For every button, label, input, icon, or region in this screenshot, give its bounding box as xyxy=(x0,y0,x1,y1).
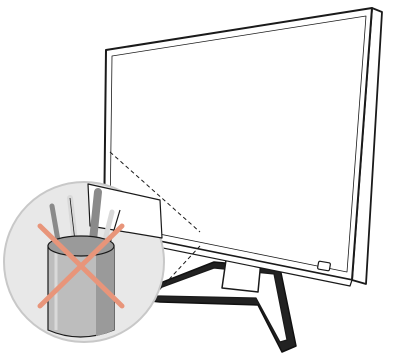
monitor-diagram xyxy=(0,0,393,358)
